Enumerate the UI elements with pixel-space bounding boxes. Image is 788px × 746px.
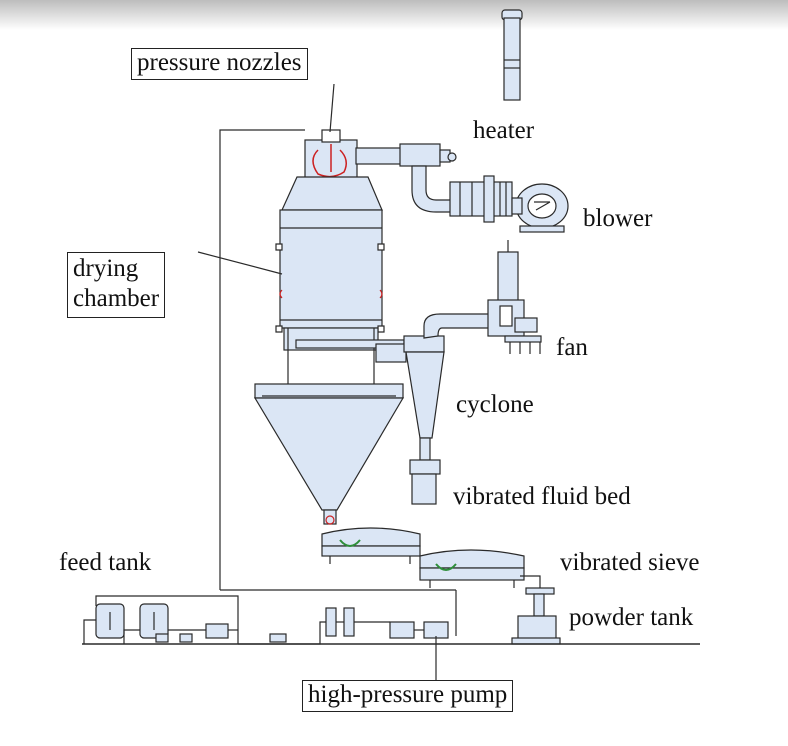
conical-collector <box>253 383 405 525</box>
leader-drying-chamber <box>197 251 283 275</box>
feed-tanks <box>95 603 169 639</box>
leader-pressure-nozzles <box>329 83 335 133</box>
fan-unit <box>487 251 542 354</box>
drying-chamber <box>275 176 407 390</box>
label-blower: blower <box>583 205 653 232</box>
label-powder-tank: powder tank <box>569 604 694 631</box>
sieve-unit <box>419 549 555 595</box>
fluid-bed-unit <box>321 527 421 564</box>
label-heater: heater <box>473 117 535 144</box>
exhaust-stack <box>501 9 523 101</box>
top-band <box>0 0 788 30</box>
label-pressure-nozzles: pressure nozzles <box>131 48 308 81</box>
label-drying-chamber: drying chamber <box>67 252 166 318</box>
label-cyclone: cyclone <box>456 391 534 418</box>
powder-tank-unit <box>511 593 561 645</box>
label-feed-tank: feed tank <box>59 549 152 576</box>
label-fan: fan <box>556 334 588 361</box>
cyclone-unit <box>403 313 499 505</box>
nozzle-housing <box>304 129 358 179</box>
feed-riser-pipe <box>219 129 457 636</box>
hot-air-duct <box>355 143 461 213</box>
pumps-and-valves <box>155 607 449 643</box>
label-drying-chamber-line1: drying <box>73 255 139 282</box>
heater-unit <box>449 175 513 223</box>
feed-header-pipes <box>83 595 424 645</box>
blower-unit <box>511 183 569 233</box>
label-high-pressure-pump: high-pressure pump <box>302 680 514 713</box>
label-vibrated-fluid-bed: vibrated fluid bed <box>453 483 631 510</box>
label-drying-chamber-line2: chamber <box>73 285 160 312</box>
label-vibrated-sieve: vibrated sieve <box>560 549 700 576</box>
